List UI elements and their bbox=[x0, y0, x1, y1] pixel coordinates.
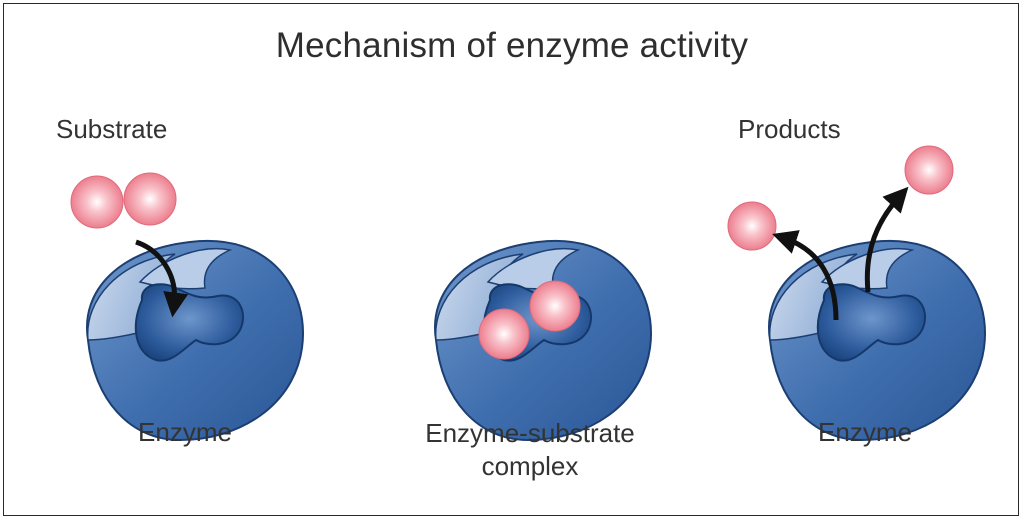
enzyme-left-shape bbox=[85, 239, 305, 441]
products-label: Products bbox=[738, 114, 841, 144]
substrate-molecule bbox=[70, 172, 177, 229]
complex-label-line1: Enzyme-substrate bbox=[425, 418, 635, 448]
complex-label-line2: complex bbox=[481, 451, 579, 481]
substrate-label: Substrate bbox=[56, 114, 168, 144]
enzyme-substrate-complex-shape bbox=[433, 239, 653, 441]
binding-arrow bbox=[135, 239, 189, 318]
product-molecules bbox=[727, 145, 954, 251]
enzyme-left-label: Enzyme bbox=[138, 417, 232, 447]
complex-label: Enzyme-substrate complex bbox=[370, 417, 690, 483]
diagram-title: Mechanism of enzyme activity bbox=[275, 26, 749, 65]
enzyme-right-shape bbox=[767, 239, 987, 441]
enzyme-right-label: Enzyme bbox=[818, 417, 912, 447]
bound-substrate bbox=[478, 280, 581, 360]
release-arrow-right bbox=[864, 186, 909, 293]
release-arrow-left bbox=[772, 230, 839, 321]
